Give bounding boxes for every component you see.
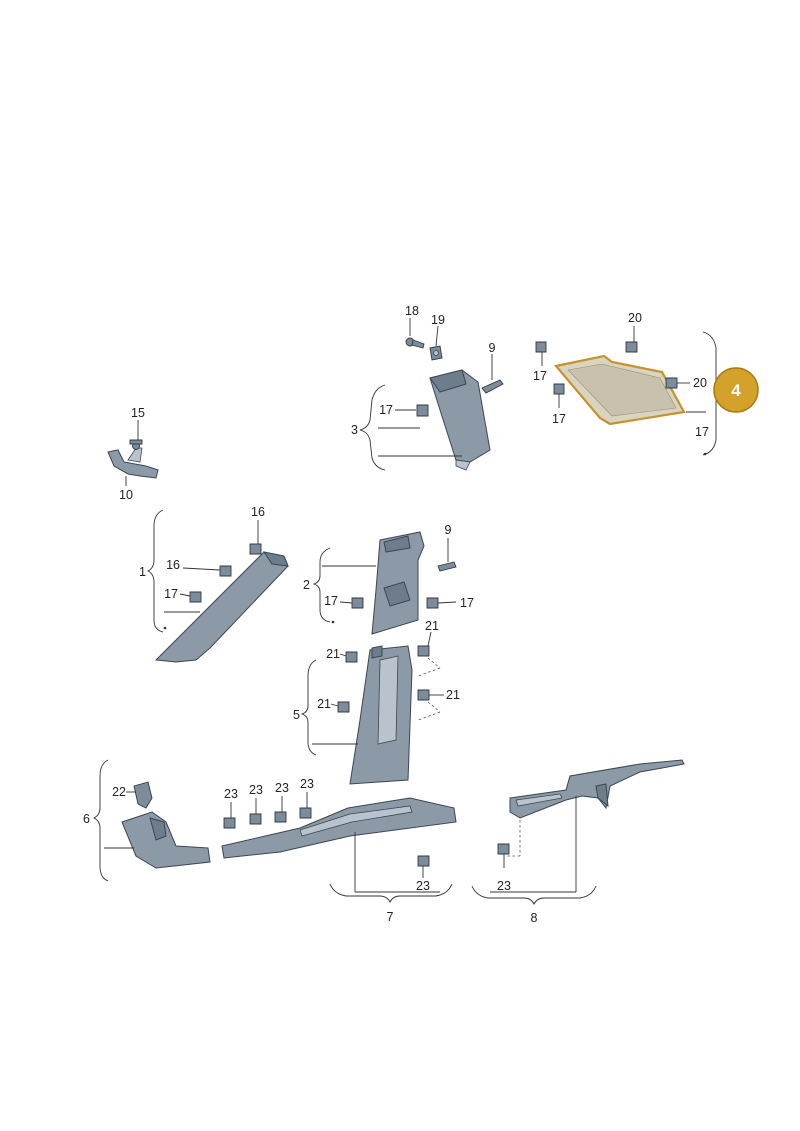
part-21-clip-c[interactable]: [337, 701, 350, 713]
callout-21: 21: [317, 697, 331, 711]
part-23-clip-2[interactable]: [249, 813, 262, 825]
callout-23: 23: [275, 781, 289, 795]
part-16-clip-mid[interactable]: [219, 565, 232, 577]
part-20-clip-top[interactable]: [625, 341, 638, 353]
part-23-clip-1[interactable]: [223, 817, 236, 829]
callout-17: 17: [533, 369, 547, 383]
callout-19: 19: [431, 313, 445, 327]
callout-23: 23: [224, 787, 238, 801]
callout-17: 17: [379, 403, 393, 417]
part-17-clip-b-left[interactable]: [351, 597, 364, 609]
callout-21: 21: [326, 647, 340, 661]
part-21-clip-a[interactable]: [345, 651, 358, 663]
callout-17: 17: [552, 412, 566, 426]
callout-22: 22: [112, 785, 126, 799]
part-6-kick-panel[interactable]: [121, 811, 211, 869]
part-8-rear-sill-trim[interactable]: [509, 759, 685, 819]
part-7-sill-trim[interactable]: [221, 797, 457, 859]
callout-20: 20: [693, 376, 707, 390]
callout-21: 21: [446, 688, 460, 702]
part-23-clip-6[interactable]: [497, 843, 510, 855]
callout-21: 21: [425, 619, 439, 633]
callout-20: 20: [628, 311, 642, 325]
callout-23: 23: [416, 879, 430, 893]
part-3-pillar-trim[interactable]: [429, 369, 491, 471]
part-17-clip-upper-left[interactable]: [416, 404, 429, 417]
callout-1: 1: [139, 565, 146, 579]
callout-3: 3: [351, 423, 358, 437]
callout-15: 15: [131, 406, 145, 420]
part-19-clip[interactable]: [429, 345, 443, 361]
callout-23: 23: [300, 777, 314, 791]
part-20-clip-right[interactable]: [665, 377, 678, 389]
part-22-clip[interactable]: [133, 781, 153, 809]
part-15-clip[interactable]: [129, 439, 143, 450]
part-17-clip-top[interactable]: [535, 341, 547, 353]
callout-23: 23: [497, 879, 511, 893]
callout-17: 17: [164, 587, 178, 601]
callout-2: 2: [303, 578, 310, 592]
callout-17: 17: [695, 425, 709, 439]
highlight-badge[interactable]: 4: [713, 367, 759, 413]
callout-9: 9: [489, 341, 496, 355]
part-1-a-pillar-trim[interactable]: [154, 551, 289, 663]
part-21-clip-d[interactable]: [417, 689, 430, 701]
part-10-bracket[interactable]: [107, 447, 159, 479]
callout-8: 8: [531, 911, 538, 925]
part-23-clip-5[interactable]: [417, 855, 430, 867]
callout-16: 16: [251, 505, 265, 519]
callout-17: 17: [324, 594, 338, 608]
callout-6: 6: [83, 812, 90, 826]
callout-16: 16: [166, 558, 180, 572]
callout-17: 17: [460, 596, 474, 610]
highlight-badge-number: 4: [731, 381, 741, 400]
part-5-b-pillar-lower-trim[interactable]: [349, 645, 413, 785]
part-23-clip-3[interactable]: [274, 811, 287, 823]
part-23-clip-4[interactable]: [299, 807, 312, 819]
part-17-clip-left[interactable]: [553, 383, 565, 395]
part-17-clip-b-right[interactable]: [426, 597, 439, 609]
callout-18: 18: [405, 304, 419, 318]
part-9-clip-upper[interactable]: [481, 379, 504, 394]
callout-10: 10: [119, 488, 133, 502]
callout-23: 23: [249, 783, 263, 797]
part-2-b-pillar-upper-trim[interactable]: [371, 531, 425, 635]
part-4-highlighted-trim[interactable]: [553, 354, 686, 426]
callout-9: 9: [445, 523, 452, 537]
part-21-clip-b[interactable]: [417, 645, 430, 657]
part-16-clip-top[interactable]: [249, 543, 262, 555]
part-9-clip-mid[interactable]: [437, 561, 457, 572]
callout-7: 7: [387, 910, 394, 924]
part-17-clip-mid[interactable]: [189, 591, 202, 603]
callout-5: 5: [293, 708, 300, 722]
part-18-screw[interactable]: [405, 337, 425, 349]
